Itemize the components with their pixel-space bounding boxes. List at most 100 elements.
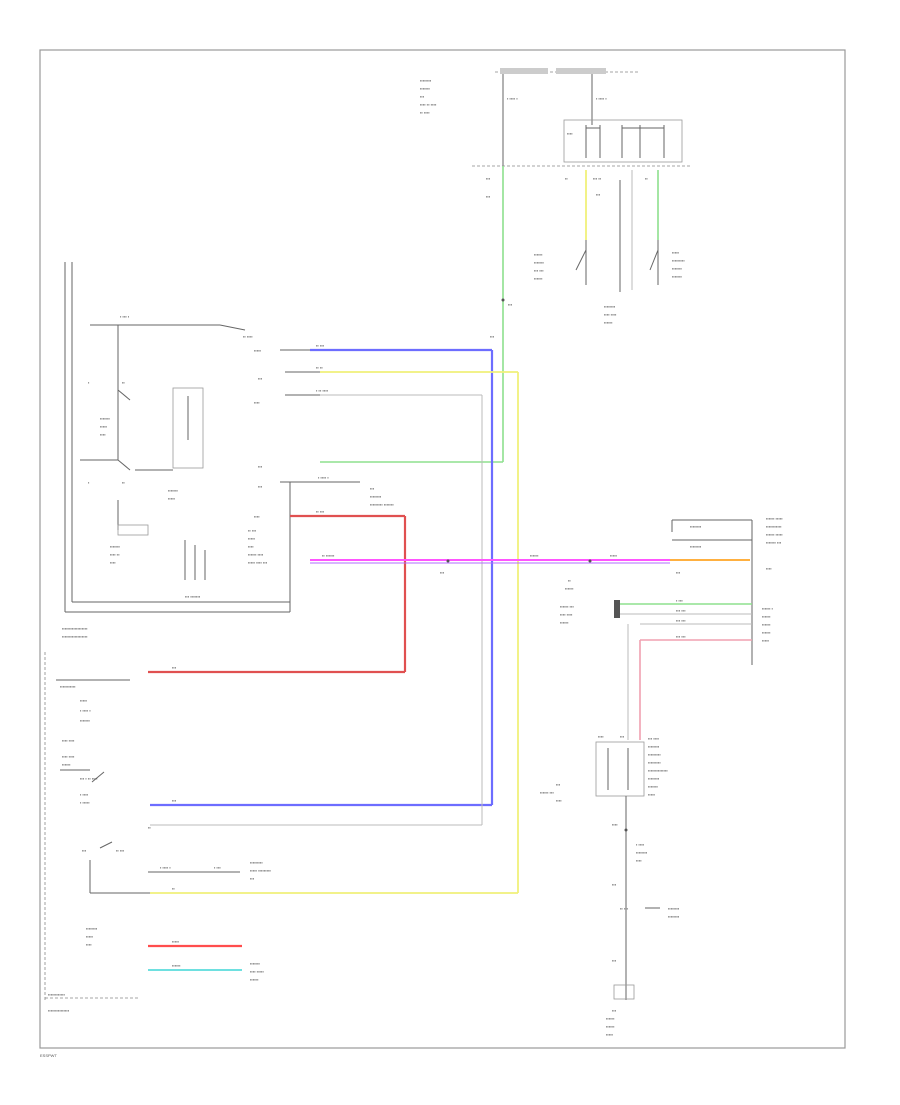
svg-text:▪▪▪▪▪▪▪▪: ▪▪▪▪▪▪▪▪ (648, 776, 660, 781)
svg-text:▪▪▪▪▪▪: ▪▪▪▪▪▪ (606, 1016, 615, 1021)
svg-text:▪▪▪▪▪▪: ▪▪▪▪▪▪ (560, 620, 569, 625)
svg-text:▪▪▪▪▪▪: ▪▪▪▪▪▪ (534, 252, 543, 257)
svg-text:▪▪▪: ▪▪▪ (676, 570, 681, 575)
svg-text:▪▪▪▪: ▪▪▪▪ (556, 798, 562, 803)
svg-text:▪▪ ▪▪▪: ▪▪ ▪▪▪ (116, 848, 125, 853)
wire-green-main: ▪▪▪ ▪▪▪ (320, 166, 513, 463)
svg-text:▪▪▪▪▪: ▪▪▪▪▪ (100, 424, 108, 429)
svg-text:▪▪▪▪▪▪ ▪▪▪: ▪▪▪▪▪▪ ▪▪▪ (560, 604, 574, 609)
svg-text:▪▪▪ ▪▪: ▪▪▪ ▪▪ (593, 176, 602, 181)
svg-text:▪▪▪▪▪▪: ▪▪▪▪▪▪ (530, 553, 539, 558)
svg-text:▪▪▪▪▪ ▪▪▪▪ ▪▪▪: ▪▪▪▪▪ ▪▪▪▪ ▪▪▪ (248, 560, 268, 565)
sensor-block: ▪▪▪▪ ▪▪▪ ▪▪▪ ▪▪▪▪ ▪▪▪▪▪▪▪▪ ▪▪▪▪▪▪▪▪▪ ▪▪▪… (540, 734, 680, 1037)
svg-text:▪▪▪▪▪▪▪: ▪▪▪▪▪▪▪ (110, 544, 121, 549)
svg-text:▪▪▪: ▪▪▪ (258, 484, 263, 489)
control-unit-right: ▪▪▪▪▪▪▪▪ ▪▪▪▪▪▪▪▪ ▪▪▪▪▪▪ ▪▪▪▪▪ ▪▪▪▪▪▪▪▪▪… (671, 516, 783, 665)
svg-text:▪ ▪▪▪▪ ▪: ▪ ▪▪▪▪ ▪ (318, 475, 329, 480)
svg-text:▪▪▪▪▪▪▪▪▪: ▪▪▪▪▪▪▪▪▪ (250, 860, 263, 865)
svg-text:▪▪ ▪▪: ▪▪ ▪▪ (316, 365, 323, 370)
svg-text:▪▪▪▪▪▪▪▪▪: ▪▪▪▪▪▪▪▪▪ (648, 752, 661, 757)
svg-text:▪▪ ▪▪▪▪▪▪: ▪▪ ▪▪▪▪▪▪ (322, 553, 335, 558)
svg-text:▪▪ ▪▪▪: ▪▪ ▪▪▪ (620, 906, 629, 911)
svg-text:▪ ▪▪▪▪ ▪: ▪ ▪▪▪▪ ▪ (507, 96, 518, 101)
svg-text:▪▪▪▪▪▪▪: ▪▪▪▪▪▪▪ (420, 86, 431, 91)
svg-text:▪▪▪▪▪▪▪▪: ▪▪▪▪▪▪▪▪ (648, 744, 660, 749)
svg-text:▪▪▪ ▪▪▪▪▪▪▪: ▪▪▪ ▪▪▪▪▪▪▪ (185, 594, 201, 599)
svg-text:▪▪▪▪▪▪: ▪▪▪▪▪▪ (762, 630, 771, 635)
svg-text:▪▪▪▪: ▪▪▪▪ (254, 514, 260, 519)
svg-text:▪▪▪▪: ▪▪▪▪ (110, 560, 116, 565)
svg-text:▪▪▪ ▪▪▪: ▪▪▪ ▪▪▪ (676, 608, 686, 613)
svg-text:▪ ▪▪▪▪ ▪: ▪ ▪▪▪▪ ▪ (80, 708, 91, 713)
wire-yellow: ▪▪ ▪▪ (150, 365, 519, 894)
svg-text:▪▪▪: ▪▪▪ (612, 882, 617, 887)
svg-text:▪▪▪▪▪▪▪: ▪▪▪▪▪▪▪ (672, 274, 683, 279)
diagram-frame (39, 49, 846, 1049)
svg-text:▪▪▪▪▪▪▪▪: ▪▪▪▪▪▪▪▪ (420, 78, 432, 83)
svg-text:▪▪▪▪▪▪▪▪▪: ▪▪▪▪▪▪▪▪▪ (672, 258, 685, 263)
svg-text:▪▪▪▪▪: ▪▪▪▪▪ (168, 496, 176, 501)
svg-text:▪▪▪▪▪: ▪▪▪▪▪ (610, 553, 618, 558)
svg-text:▪▪▪▪: ▪▪▪▪ (766, 566, 772, 571)
svg-text:▪ ▪▪▪: ▪ ▪▪▪ (676, 598, 683, 603)
svg-text:▪▪▪▪: ▪▪▪▪ (248, 544, 254, 549)
svg-text:▪▪▪: ▪▪▪ (440, 570, 445, 575)
svg-text:▪▪▪▪: ▪▪▪▪ (100, 432, 106, 437)
svg-text:▪▪▪▪▪▪▪: ▪▪▪▪▪▪▪ (168, 488, 179, 493)
svg-text:▪ ▪▪▪: ▪ ▪▪▪ (214, 865, 221, 870)
svg-text:▪▪▪▪▪▪▪: ▪▪▪▪▪▪▪ (250, 961, 261, 966)
svg-text:▪▪▪▪▪▪▪▪▪▪▪▪▪▪: ▪▪▪▪▪▪▪▪▪▪▪▪▪▪ (648, 768, 668, 773)
svg-text:▪▪▪▪▪▪: ▪▪▪▪▪▪ (62, 762, 71, 767)
svg-text:▪▪▪▪▪▪▪▪▪: ▪▪▪▪▪▪▪▪▪ (648, 760, 661, 765)
svg-text:▪▪: ▪▪ (565, 176, 568, 181)
svg-text:▪▪▪: ▪▪▪ (258, 464, 263, 469)
svg-text:▪▪▪▪▪▪▪▪▪▪▪▪: ▪▪▪▪▪▪▪▪▪▪▪▪ (48, 992, 66, 997)
svg-text:▪▪▪▪▪▪▪▪▪▪▪▪▪▪▪▪▪▪: ▪▪▪▪▪▪▪▪▪▪▪▪▪▪▪▪▪▪ (62, 634, 88, 639)
svg-text:▪ ▪▪▪▪ ▪: ▪ ▪▪▪▪ ▪ (160, 865, 171, 870)
svg-text:▪ ▪▪▪▪: ▪ ▪▪▪▪ (80, 792, 89, 797)
control-unit-left: ▪▪▪▪▪▪▪▪▪▪▪▪▪▪▪▪▪▪ ▪▪▪▪▪▪▪▪▪▪▪▪▪▪▪▪▪▪ ▪▪… (62, 262, 291, 639)
fuse-box-top: ▪▪▪▪▪▪▪▪ ▪▪▪▪▪▪▪ ▪▪▪ ▪▪▪▪ ▪▪ ▪▪▪▪ ▪▪ ▪▪▪… (420, 68, 690, 199)
svg-text:▪▪▪▪▪▪▪: ▪▪▪▪▪▪▪ (648, 784, 659, 789)
svg-text:▪▪▪: ▪▪▪ (258, 376, 263, 381)
svg-text:▪▪▪▪▪: ▪▪▪▪▪ (648, 792, 656, 797)
svg-text:▪▪: ▪▪ (148, 825, 151, 830)
svg-text:▪▪▪▪▪▪▪▪: ▪▪▪▪▪▪▪▪ (668, 914, 680, 919)
svg-text:▪▪▪▪▪▪▪▪: ▪▪▪▪▪▪▪▪ (668, 906, 680, 911)
svg-text:▪▪▪▪▪▪ ▪▪▪▪▪: ▪▪▪▪▪▪ ▪▪▪▪▪ (766, 516, 783, 521)
wire-white: ▪ ▪▪ ▪▪▪▪ (150, 388, 483, 826)
svg-text:▪▪▪▪▪▪▪: ▪▪▪▪▪▪▪ (672, 266, 683, 271)
wire-black-short: ▪ ▪▪▪▪ ▪ ▪▪▪ ▪▪▪▪▪▪▪▪ ▪▪▪▪▪▪▪▪▪ ▪▪▪▪▪▪▪ (280, 475, 394, 612)
svg-text:▪▪▪▪ ▪▪: ▪▪▪▪ ▪▪ (110, 552, 120, 557)
svg-text:▪▪▪: ▪▪▪ (486, 194, 491, 199)
svg-text:▪▪▪▪▪▪▪▪▪▪▪: ▪▪▪▪▪▪▪▪▪▪▪ (60, 684, 76, 689)
svg-text:▪▪▪: ▪▪▪ (420, 94, 425, 99)
svg-text:▪▪▪▪▪▪▪: ▪▪▪▪▪▪▪ (100, 416, 111, 421)
svg-text:▪▪▪▪▪▪: ▪▪▪▪▪▪ (762, 614, 771, 619)
svg-text:▪▪▪▪▪▪ ▪: ▪▪▪▪▪▪ ▪ (762, 606, 774, 611)
svg-text:▪▪▪▪▪▪: ▪▪▪▪▪▪ (762, 622, 771, 627)
svg-text:▪▪▪▪▪▪▪: ▪▪▪▪▪▪▪ (80, 718, 91, 723)
svg-text:▪ ▪▪▪▪ ▪: ▪ ▪▪▪▪ ▪ (596, 96, 607, 101)
svg-text:▪▪▪▪▪: ▪▪▪▪▪ (254, 348, 262, 353)
svg-text:▪▪▪▪▪▪: ▪▪▪▪▪▪ (250, 977, 259, 982)
svg-text:▪▪▪▪ ▪▪▪▪: ▪▪▪▪ ▪▪▪▪ (604, 312, 617, 317)
svg-text:▪▪▪▪▪▪▪▪▪ ▪▪▪▪▪▪▪: ▪▪▪▪▪▪▪▪▪ ▪▪▪▪▪▪▪ (370, 502, 394, 507)
svg-text:▪▪▪▪▪: ▪▪▪▪▪ (86, 934, 94, 939)
svg-text:▪▪▪: ▪▪▪ (172, 798, 177, 803)
svg-text:▪▪▪: ▪▪▪ (486, 176, 491, 181)
svg-text:▪▪▪▪▪▪▪: ▪▪▪▪▪▪▪ (534, 260, 545, 265)
svg-text:▪▪ ▪▪▪: ▪▪ ▪▪▪ (316, 509, 325, 514)
svg-text:▪▪▪▪▪▪: ▪▪▪▪▪▪ (172, 963, 181, 968)
svg-text:▪▪▪▪▪▪: ▪▪▪▪▪▪ (534, 276, 543, 281)
svg-text:▪▪▪▪▪▪ ▪▪▪: ▪▪▪▪▪▪ ▪▪▪ (540, 790, 554, 795)
svg-text:▪▪▪: ▪▪▪ (508, 302, 513, 307)
svg-text:▪▪▪ ▪▪▪▪: ▪▪▪ ▪▪▪▪ (648, 736, 660, 741)
svg-text:▪▪▪▪▪▪▪▪▪▪▪▪▪▪▪: ▪▪▪▪▪▪▪▪▪▪▪▪▪▪▪ (48, 1008, 70, 1013)
wires-right-bus: ▪▪▪▪▪▪ ▪▪▪ ▪▪▪▪ ▪▪▪▪ ▪▪▪▪▪▪ ▪ ▪▪▪ ▪▪▪ ▪▪… (560, 598, 752, 740)
svg-text:▪▪▪▪▪▪▪ ▪▪▪: ▪▪▪▪▪▪▪ ▪▪▪ (766, 540, 782, 545)
svg-text:▪▪▪: ▪▪▪ (370, 486, 375, 491)
svg-text:▪▪▪: ▪▪▪ (612, 1008, 617, 1013)
svg-text:▪ ▪▪▪▪: ▪ ▪▪▪▪ (636, 842, 645, 847)
